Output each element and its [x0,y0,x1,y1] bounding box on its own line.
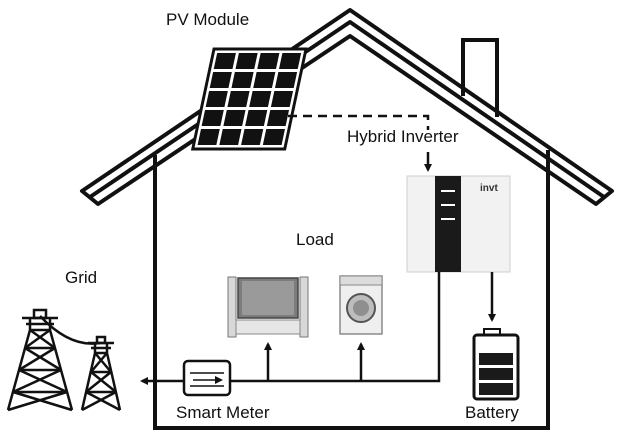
solar-cell [235,53,258,69]
battery-label: Battery [465,403,519,422]
solar-cell [253,72,276,88]
transmission-tower-icon [6,308,74,412]
solar-cell [205,91,228,107]
grid-label: Grid [65,268,98,287]
transmission-tower-icon [80,335,122,412]
solar-cell [223,110,246,126]
solar-cell [227,91,250,107]
battery-icon [472,328,520,401]
solar-cell [266,110,290,126]
solar-cell [197,129,220,145]
solar-cell [241,129,264,145]
inverter-icon [406,175,511,273]
house-chimney [461,38,499,117]
solar-cell [219,129,242,145]
smart-meter-label: Smart Meter [176,403,270,422]
load-label: Load [296,230,334,249]
solar-cell [201,110,224,126]
hybrid-inverter-label: Hybrid Inverter [347,127,459,146]
solar-cell [270,91,294,107]
solar-cell [278,53,302,69]
inverter-brand-logo: invt [480,183,498,194]
solar-cell [213,53,236,69]
solar-cell [245,110,268,126]
house-roof [80,8,614,206]
tv-icon [227,276,309,338]
smart-meter-icon [182,359,232,397]
solar-cell [209,72,232,88]
main-bus-wire [230,272,441,383]
solar-cell [231,72,254,88]
solar-cell [262,129,285,145]
pv-module-label: PV Module [166,10,250,29]
pv-to-inverter-wire [288,114,430,130]
solar-panel-icon [190,47,308,151]
solar-cell [274,72,298,88]
solar-cell [257,53,280,69]
washing-machine-icon [339,275,383,335]
house-walls [153,150,550,430]
solar-cell [249,91,272,107]
